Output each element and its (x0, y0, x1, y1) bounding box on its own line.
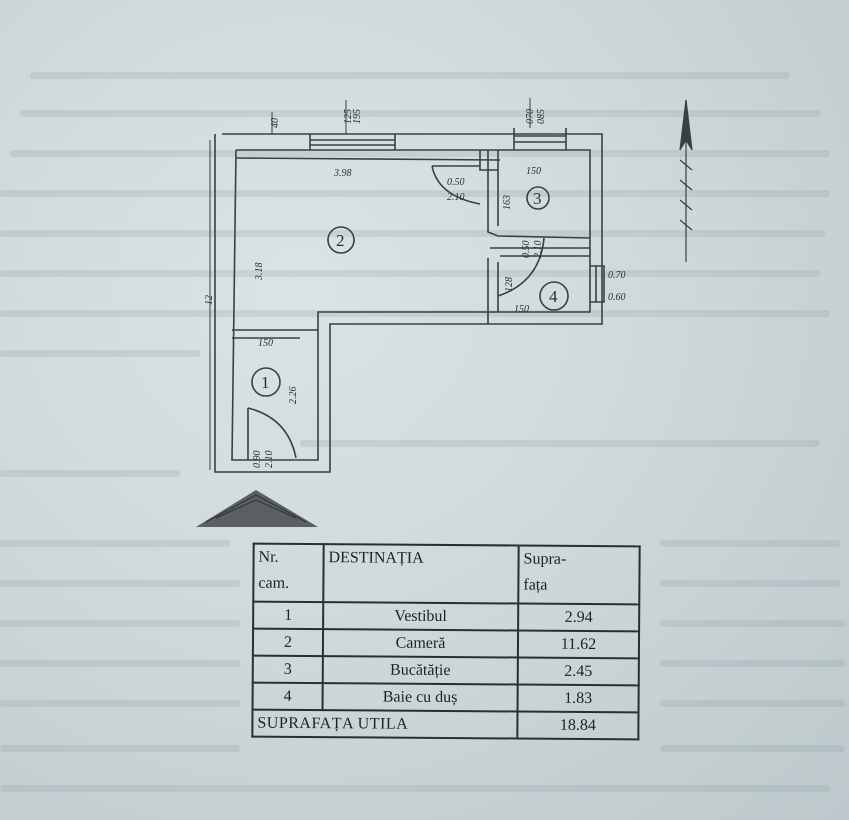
header-destination: DESTINAȚIA (323, 544, 519, 604)
north-arrow-icon (679, 99, 693, 262)
dim-room3-height: 163 (502, 195, 513, 210)
dim-door23-h: 2.10 (447, 192, 465, 203)
dim-room1-height: 2.26 (288, 387, 299, 405)
table-header-row: Nr.cam. DESTINAȚIA Supra-fața (253, 543, 640, 605)
door-swing-34 (497, 237, 545, 297)
door-swing-23 (431, 165, 481, 205)
outer-wall (214, 133, 603, 473)
dim-overall-height: 12 (204, 295, 215, 305)
room-circle-3 (526, 186, 550, 210)
dim-window-top-1: 125 (343, 109, 354, 124)
row-number: 1 (253, 601, 324, 630)
dim-door1-w: 0.90 (252, 451, 263, 469)
window-top-2 (513, 128, 567, 150)
orientation-triangle-icon (196, 490, 318, 527)
room-circle-4 (539, 281, 569, 311)
dim-door34-h: 2.10 (533, 241, 544, 259)
room-number-4: 4 (549, 287, 558, 306)
door-swing-1 (247, 407, 297, 459)
room-number-2: 2 (336, 231, 345, 250)
dim-room2-width: 3.98 (333, 168, 352, 179)
dim-room3-width: 150 (526, 166, 541, 177)
room-circle-1 (251, 367, 281, 397)
dim-window-top-2b: 085 (536, 109, 547, 124)
row-destination: Vestibul (323, 602, 519, 631)
dim-window-right-w: 0.70 (608, 270, 626, 281)
dim-room1-width: 150 (258, 338, 273, 349)
row-number: 3 (252, 655, 323, 684)
total-value: 18.84 (517, 711, 639, 740)
header-nr: Nr.cam. (253, 543, 324, 603)
row-number: 2 (252, 628, 324, 657)
partition-wall (487, 150, 591, 239)
row-area: 2.94 (518, 603, 640, 632)
dim-room4-height: 128 (504, 277, 515, 292)
window-top-1 (309, 134, 396, 150)
dim-room2-height: 3.18 (254, 263, 265, 282)
inner-wall (231, 149, 591, 461)
header-area: Supra-fața (518, 545, 640, 605)
window-right (590, 265, 605, 303)
room-areas-table: Nr.cam. DESTINAȚIA Supra-fața 1 Vestibul… (251, 543, 640, 741)
room-number-3: 3 (533, 189, 542, 208)
room-circle-2 (327, 226, 355, 254)
dim-window-top-1b: 195 (352, 109, 363, 124)
dim-window-top-2: 070 (525, 109, 536, 124)
row-number: 4 (252, 682, 323, 711)
dim-door23-w: 0.50 (447, 177, 465, 188)
row-area: 1.83 (517, 684, 639, 713)
dim-wall-top-left: 40 (270, 118, 281, 128)
dim-room4-width: 150 (514, 304, 529, 315)
row-area: 2.45 (517, 657, 639, 686)
table-row: 2 Cameră 11.62 (252, 628, 640, 659)
row-area: 11.62 (517, 630, 640, 659)
table-row: 1 Vestibul 2.94 (253, 601, 640, 632)
dim-window-right-h: 0.60 (608, 292, 626, 303)
dim-door34-w: 0.50 (521, 241, 532, 259)
row-destination: Bucătăție (322, 656, 518, 685)
dim-door1-h: 2.10 (264, 451, 275, 469)
table-row: 3 Bucătăție 2.45 (252, 655, 639, 686)
row-destination: Baie cu duș (322, 683, 518, 712)
room-number-1: 1 (261, 373, 270, 392)
table-row: 4 Baie cu duș 1.83 (252, 682, 639, 713)
row-destination: Cameră (322, 629, 519, 658)
table-total-row: SUPRAFAȚA UTILA 18.84 (252, 709, 639, 740)
total-label: SUPRAFAȚA UTILA (252, 709, 518, 739)
